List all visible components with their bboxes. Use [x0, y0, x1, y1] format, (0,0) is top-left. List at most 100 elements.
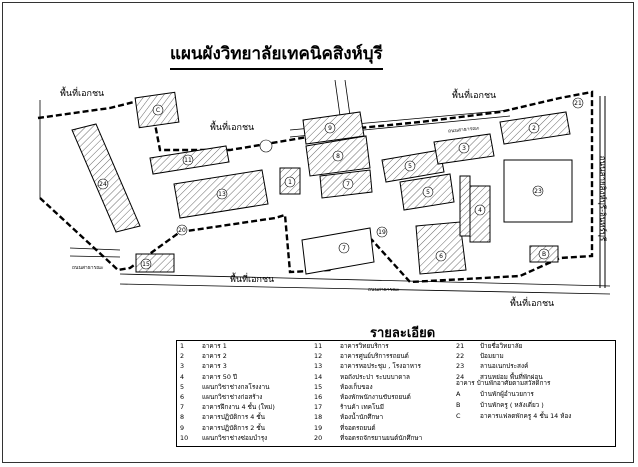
marker-21-text: 21 — [574, 100, 582, 107]
building-markers: 24 C 11 13 9 8 7 7 5 5 6 3 2 23 4 B 15 1… — [97, 97, 584, 270]
marker-5a — [404, 160, 416, 172]
legend-special-title: อาคาร บ้านพักอาศัยตามสวัสดิการ — [456, 379, 551, 387]
legend-item-label: แผนกวิชาช่างกลโรงงาน — [202, 382, 270, 391]
marker-3 — [458, 142, 470, 154]
map-title: แผนผังวิทยาลัยเทคนิคสิงห์บุรี — [170, 40, 383, 70]
legend-item-label: อาคารหอประชุม , โรงอาหาร — [340, 362, 421, 371]
legend-item-label: ที่จอดรถยนต์ — [340, 423, 376, 432]
legend-item-number: 8 — [180, 413, 185, 422]
building-6 — [415, 221, 467, 275]
legend-item-number: 3 — [180, 362, 185, 371]
legend-special-letter: C — [456, 412, 461, 420]
marker-5b — [422, 186, 434, 198]
marker-19-text: 19 — [378, 229, 386, 236]
label-highway: ถนนสายสิงห์บุรี-อินทร์บุรี — [598, 155, 608, 242]
marker-13-text: 13 — [218, 191, 226, 198]
legend-item-label: ห้องเก็บของ — [340, 382, 373, 391]
legend-item-9: 9 อาคารปฏิบัติการ 2 ชั้น — [180, 423, 266, 433]
marker-13 — [216, 188, 228, 200]
legend-item-label: ร้านค้า เทคโนมี — [340, 403, 384, 412]
marker-5a-text: 5 — [408, 163, 412, 170]
marker-8 — [332, 150, 344, 162]
marker-23 — [532, 185, 544, 197]
legend-box — [176, 340, 616, 447]
legend-item-number: 10 — [180, 433, 189, 442]
marker-15 — [140, 258, 152, 270]
legend-item-number: 16 — [314, 393, 323, 401]
buildings — [71, 91, 573, 275]
legend-item-number: 21 — [456, 342, 465, 350]
legend-item-label: ที่จอดรถจักรยานยนต์นักศึกษา — [340, 433, 423, 442]
legend-special-label: บ้านพักผู้อำนวยการ — [480, 390, 534, 398]
label-road-bottom: ถนนสาธารณะ — [368, 287, 400, 293]
marker-6-text: 6 — [439, 253, 443, 260]
marker-19 — [376, 226, 388, 238]
legend-item-number: 2 — [180, 352, 185, 361]
legend-item-number: 1 — [180, 342, 185, 350]
legend-item-label: อาคาร 50 ปี — [202, 372, 237, 381]
marker-c — [152, 104, 164, 116]
label-private-top-right: พื้นที่เอกชน — [452, 91, 497, 101]
marker-20 — [176, 224, 188, 236]
legend-item-label: หอถังประปา ระบบบาดาล — [340, 372, 410, 381]
marker-4 — [474, 204, 486, 216]
legend-item-8: 8 อาคารปฏิบัติการ 4 ชั้น — [180, 414, 265, 422]
legend-item-label: อาคาร 1 — [202, 342, 227, 350]
legend-item-label: สวนหย่อม พื้นที่พักผ่อน — [480, 372, 543, 381]
legend-item-1: 1 อาคาร 1 — [180, 342, 227, 351]
marker-7a — [342, 178, 354, 190]
marker-3-text: 3 — [462, 145, 466, 152]
legend-item-17: 17 ร้านค้า เทคโนมี — [314, 403, 384, 412]
marker-20-text: 20 — [178, 227, 186, 234]
legend-item-label: อาคารปฏิบัติการ 2 ชั้น — [202, 423, 266, 432]
legend-item-number: 17 — [314, 403, 323, 412]
marker-b-text: B — [542, 251, 546, 258]
label-private-left: พื้นที่เอกชน — [60, 89, 105, 99]
road-bottom-edge-2 — [119, 273, 611, 287]
building-24-left — [71, 123, 141, 233]
legend-item-number: 9 — [180, 423, 185, 432]
road-left-edge-2 — [69, 247, 121, 251]
legend-item-number: 19 — [314, 423, 323, 432]
marker-21 — [572, 97, 584, 109]
legend-item-label: ห้องพักพนักงานขับรถยนต์ — [340, 393, 411, 401]
marker-6 — [435, 250, 447, 262]
label-private-bottom-mid: พื้นที่เอกชน — [230, 275, 275, 285]
legend-item-label: ห้องน้ำนักศึกษา — [340, 413, 384, 422]
legend-item-16: 16 ห้องพักพนักงานขับรถยนต์ — [314, 393, 411, 402]
legend-item-number: 15 — [314, 382, 323, 391]
legend-item-number: 24 — [456, 372, 465, 381]
details-title: รายละเอียด — [370, 326, 436, 341]
marker-23-text: 23 — [534, 188, 542, 195]
marker-8-text: 8 — [336, 153, 340, 160]
legend-item-label: ลานอเนกประสงค์ — [480, 362, 529, 371]
marker-4-text: 4 — [478, 207, 482, 214]
marker-9 — [324, 122, 336, 134]
legend-item-label: อาคารศูนย์บริการรถยนต์ — [340, 352, 409, 361]
legend-item-label: ป้อมยาม — [480, 352, 504, 361]
legend-special-label: บ้านพักครู ( หลังเดี่ยว ) — [480, 401, 544, 409]
marker-7 — [338, 242, 350, 254]
marker-5b-text: 5 — [426, 189, 430, 196]
legend-item-number: 11 — [314, 342, 323, 350]
marker-c-text: C — [156, 107, 160, 114]
marker-11-text: 11 — [184, 157, 192, 164]
marker-24 — [97, 178, 109, 190]
legend-item-label: อาคารปฏิบัติการ 4 ชั้น — [202, 413, 266, 422]
marker-2-text: 2 — [532, 125, 536, 132]
legend-item-label: อาคารฝึกงาน 4 ชั้น (ใหม่) — [202, 403, 275, 412]
marker-9-text: 9 — [328, 125, 332, 132]
